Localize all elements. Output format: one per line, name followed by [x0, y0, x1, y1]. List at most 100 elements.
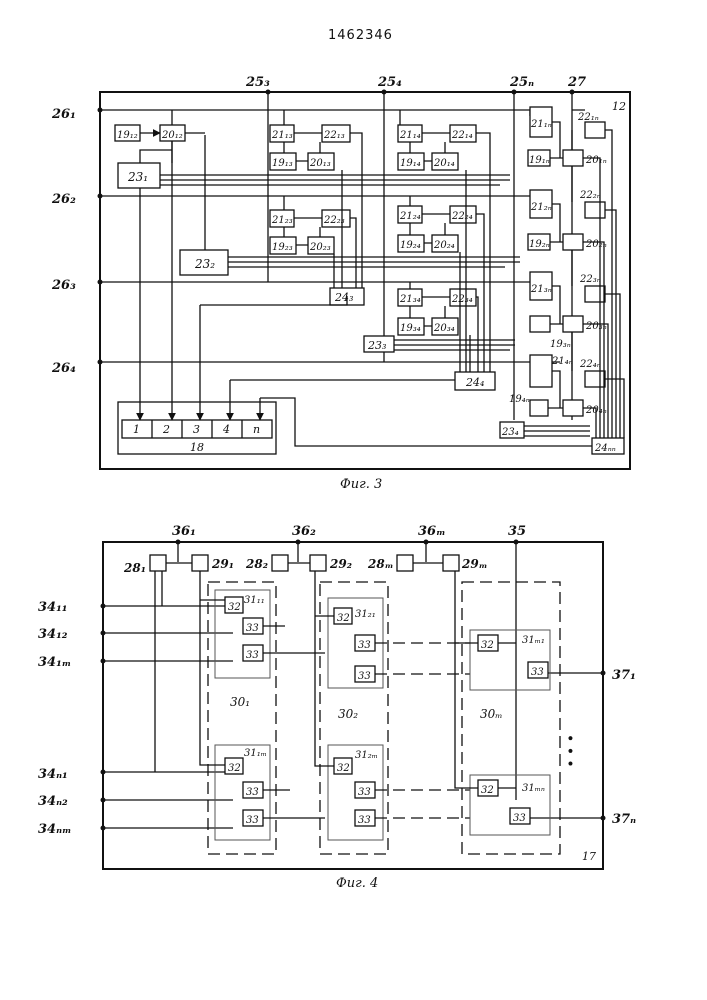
svg-text:19₂ₙ: 19₂ₙ: [529, 239, 550, 250]
svg-text:31₁ₘ: 31₁ₘ: [244, 748, 267, 759]
svg-text:19₂₃: 19₂₃: [272, 242, 293, 253]
svg-text:33: 33: [358, 787, 371, 798]
svg-text:19₃₄: 19₃₄: [400, 323, 421, 334]
svg-text:21₂ₙ: 21₂ₙ: [530, 202, 552, 213]
svg-text:29₂: 29₂: [329, 557, 352, 571]
input-26-4: 26₄: [51, 361, 76, 376]
fig3-caption: Фиг. 3: [340, 477, 382, 492]
svg-text:21₄ₙ: 21₄ₙ: [551, 356, 573, 367]
svg-text:33: 33: [246, 623, 259, 634]
svg-text:34ₙₘ: 34ₙₘ: [38, 822, 72, 837]
svg-text:22₄ₙ: 22₄ₙ: [579, 359, 601, 370]
svg-text:33: 33: [531, 667, 544, 678]
svg-text:23₃: 23₃: [367, 339, 386, 352]
svg-text:30ₘ: 30ₘ: [480, 707, 503, 721]
svg-text:32: 32: [337, 763, 350, 774]
svg-text:24ₙₙ: 24ₙₙ: [594, 443, 616, 454]
svg-text:22₁₄: 22₁₄: [451, 130, 473, 141]
svg-text:20₁₂: 20₁₂: [161, 130, 183, 141]
svg-text:31ₘ₁: 31ₘ₁: [522, 635, 545, 646]
svg-text:21₂₄: 21₂₄: [399, 211, 421, 222]
svg-text:28₁: 28₁: [123, 561, 146, 575]
svg-text:22₃ₙ: 22₃ₙ: [579, 274, 601, 285]
fig4-caption: Фиг. 4: [336, 876, 378, 891]
svg-text:20₁₃: 20₁₃: [309, 158, 331, 169]
svg-text:37ₙ: 37ₙ: [612, 812, 636, 827]
svg-text:33: 33: [513, 813, 526, 824]
svg-text:22₃₄: 22₃₄: [451, 294, 473, 305]
svg-text:19₂₄: 19₂₄: [400, 240, 421, 251]
svg-text:31₂ₘ: 31₂ₘ: [355, 750, 378, 761]
svg-text:21₁₄: 21₁₄: [399, 130, 421, 141]
svg-text:34ₙ₂: 34ₙ₂: [38, 794, 68, 809]
svg-text:21₁₃: 21₁₃: [271, 130, 293, 141]
svg-text:34₁₂: 34₁₂: [38, 627, 68, 642]
svg-text:30₁: 30₁: [230, 695, 250, 709]
svg-text:32: 32: [481, 785, 494, 796]
svg-text:35: 35: [508, 524, 526, 539]
svg-text:20₃₄: 20₃₄: [433, 323, 455, 334]
svg-text:19₄ₙ: 19₄ₙ: [509, 394, 530, 405]
svg-text:34₁ₘ: 34₁ₘ: [38, 655, 71, 670]
svg-text:31₂₁: 31₂₁: [355, 609, 376, 620]
svg-text:22₂ₙ: 22₂ₙ: [579, 190, 601, 201]
svg-text:32: 32: [481, 640, 494, 651]
register-18: 1 2 3 4 n 18: [118, 402, 276, 454]
svg-text:36₁: 36₁: [172, 524, 196, 539]
svg-text:• • •: • • •: [561, 734, 577, 768]
svg-text:20₁ₙ: 20₁ₙ: [585, 155, 607, 166]
svg-text:21₁ₙ: 21₁ₙ: [530, 119, 552, 130]
svg-text:32: 32: [337, 613, 350, 624]
svg-text:1: 1: [133, 423, 140, 436]
svg-text:20₂₄: 20₂₄: [433, 240, 455, 251]
input-25-4: 25₄: [377, 75, 402, 90]
figure-4: 17 36₁ 36₂ 36ₘ 35 28₁ 29₁ 28₂ 29₂ 28ₘ 29…: [38, 524, 636, 869]
svg-text:n: n: [253, 423, 260, 436]
input-27: 27: [567, 75, 586, 90]
svg-text:20₁₄: 20₁₄: [433, 158, 455, 169]
svg-text:31₁₁: 31₁₁: [244, 595, 265, 606]
svg-text:32: 32: [228, 763, 241, 774]
input-25-3: 25₃: [245, 75, 270, 90]
svg-text:33: 33: [358, 815, 371, 826]
group-30-m: 30ₘ 31ₘ₁ 32 33 31ₘₙ 32 33: [455, 571, 560, 854]
input-26-2: 26₂: [51, 192, 76, 207]
svg-text:22₁ₙ: 22₁ₙ: [577, 112, 599, 123]
svg-text:3: 3: [193, 423, 200, 436]
svg-text:23₂: 23₂: [194, 257, 215, 271]
group-30-2: 30₂ 31₂₁ 32 33 33 31₂ₘ 32 33 33: [315, 571, 388, 854]
svg-text:23₄: 23₄: [501, 427, 519, 438]
svg-text:19₁₂: 19₁₂: [117, 130, 138, 141]
svg-text:33: 33: [246, 815, 259, 826]
svg-text:31ₘₙ: 31ₘₙ: [522, 783, 545, 794]
figure-3: 12 26₁ 26₂ 26₃ 26₄ 25₃ 25₄ 25ₙ 27 19₁₂ 2…: [51, 75, 630, 469]
input-26-1: 26₁: [51, 107, 76, 122]
svg-text:19₁₄: 19₁₄: [400, 158, 421, 169]
svg-text:34₁₁: 34₁₁: [38, 600, 67, 615]
svg-text:21₂₃: 21₂₃: [271, 215, 293, 226]
svg-text:37₁: 37₁: [612, 668, 636, 683]
svg-text:22₂₄: 22₂₄: [451, 211, 473, 222]
svg-text:33: 33: [358, 640, 371, 651]
svg-text:36₂: 36₂: [292, 524, 316, 539]
svg-text:18: 18: [190, 441, 204, 454]
svg-text:28ₘ: 28ₘ: [367, 557, 393, 571]
group-30-1: 30₁ 31₁₁ 32 33 33 31₁ₘ 32 33 33: [200, 571, 325, 854]
column-n: 21₁ₙ 22₁ₙ 19₁ₙ 20₁ₙ 21₂ₙ 22₂ₙ 19₂ₙ 20₂ₙ …: [500, 107, 624, 454]
svg-text:21₃₄: 21₃₄: [399, 294, 421, 305]
svg-text:19₁ₙ: 19₁ₙ: [529, 155, 550, 166]
svg-text:22₁₃: 22₁₃: [323, 130, 345, 141]
svg-text:36ₘ: 36ₘ: [418, 524, 446, 539]
svg-text:23₁: 23₁: [127, 170, 148, 184]
svg-text:29₁: 29₁: [211, 557, 234, 571]
svg-text:33: 33: [246, 650, 259, 661]
svg-text:30₂: 30₂: [338, 707, 358, 721]
fig3-frame-label: 12: [612, 100, 626, 113]
svg-text:32: 32: [228, 602, 241, 613]
svg-text:33: 33: [246, 787, 259, 798]
svg-text:2: 2: [162, 423, 170, 436]
svg-text:4: 4: [222, 423, 230, 436]
svg-text:24₄: 24₄: [465, 376, 484, 389]
svg-text:17: 17: [582, 850, 596, 863]
